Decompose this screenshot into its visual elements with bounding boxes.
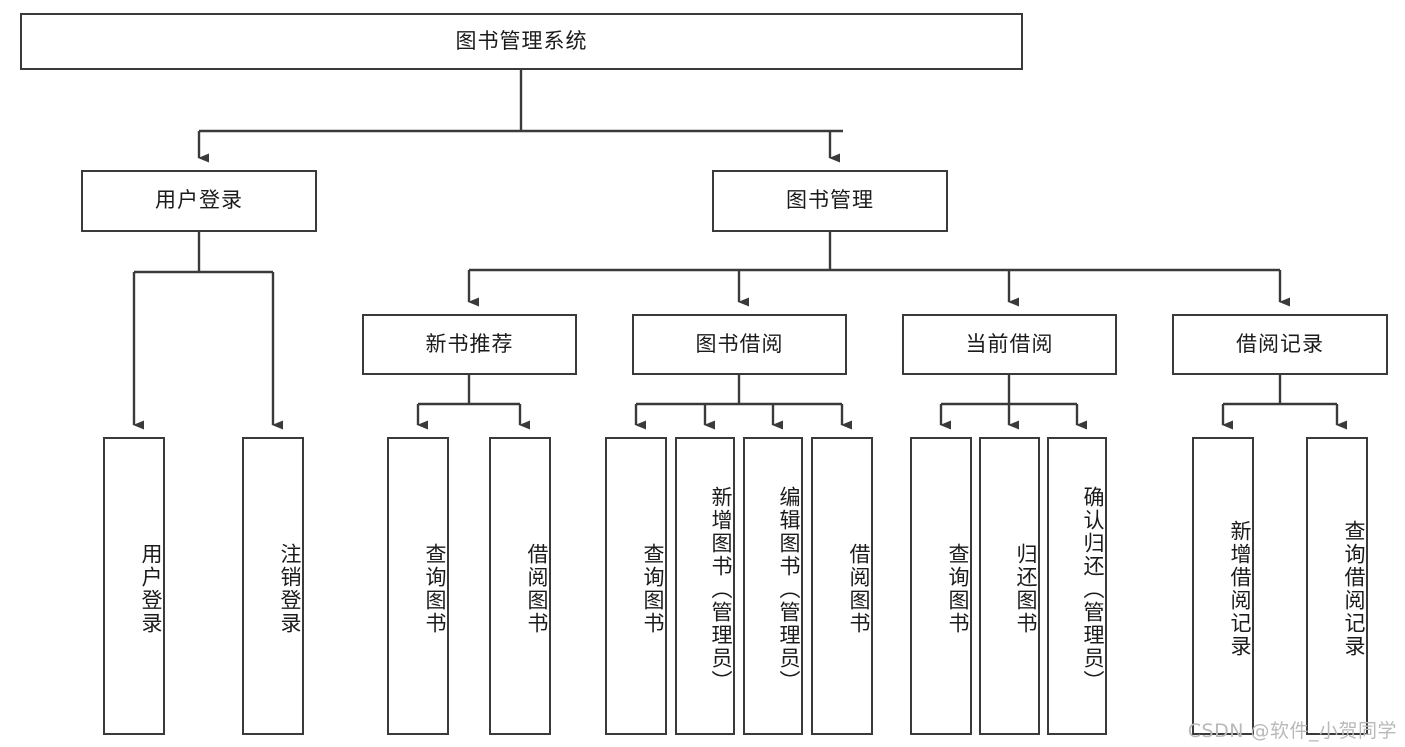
leaf-user-login-logout[interactable]: 注销登录	[242, 437, 304, 735]
node-label: 当前借阅	[965, 331, 1054, 356]
node-label: 查询图书	[946, 543, 970, 635]
node-label: 用户登录	[139, 543, 163, 635]
node-current-borrow[interactable]: 当前借阅	[902, 314, 1117, 375]
node-label: 查询借阅记录	[1342, 520, 1366, 658]
node-label: 图书借阅	[695, 331, 784, 356]
node-label: 图书管理	[786, 188, 874, 213]
node-label: 编辑图书（管理员）	[777, 485, 801, 693]
node-book-borrow[interactable]: 图书借阅	[632, 314, 847, 375]
node-user-login[interactable]: 用户登录	[81, 170, 317, 232]
leaf-new-book-borrow-book[interactable]: 借阅图书	[489, 437, 551, 735]
node-label: 图书管理系统	[455, 28, 588, 53]
node-label: 新增图书（管理员）	[709, 485, 733, 693]
node-label: 查询图书	[423, 543, 447, 635]
node-label: 查询图书	[641, 543, 665, 635]
node-label: 借阅图书	[525, 543, 549, 635]
leaf-current-borrow-query-book[interactable]: 查询图书	[910, 437, 972, 735]
node-book-management[interactable]: 图书管理	[712, 170, 948, 232]
leaf-current-borrow-confirm-return-admin[interactable]: 确认归还（管理员）	[1047, 437, 1107, 735]
node-label: 确认归还（管理员）	[1081, 485, 1105, 693]
node-label: 新书推荐	[425, 331, 514, 356]
node-label: 借阅图书	[847, 543, 871, 635]
node-root-book-management-system[interactable]: 图书管理系统	[20, 13, 1023, 70]
node-label: 用户登录	[155, 188, 243, 213]
node-borrow-record[interactable]: 借阅记录	[1172, 314, 1388, 375]
node-label: 新增借阅记录	[1228, 520, 1252, 658]
csdn-watermark: CSDN @软件_小贺同学	[1187, 720, 1397, 742]
node-label: 借阅记录	[1236, 331, 1324, 356]
node-new-book-recommend[interactable]: 新书推荐	[362, 314, 577, 375]
leaf-book-borrow-add-book-admin[interactable]: 新增图书（管理员）	[675, 437, 735, 735]
leaf-current-borrow-return-book[interactable]: 归还图书	[979, 437, 1040, 735]
node-label: 归还图书	[1014, 543, 1038, 635]
leaf-borrow-record-query-record[interactable]: 查询借阅记录	[1306, 437, 1368, 735]
leaf-new-book-query-book[interactable]: 查询图书	[387, 437, 449, 735]
leaf-borrow-record-add-record[interactable]: 新增借阅记录	[1192, 437, 1254, 735]
leaf-book-borrow-query-book[interactable]: 查询图书	[605, 437, 667, 735]
leaf-book-borrow-edit-book-admin[interactable]: 编辑图书（管理员）	[743, 437, 803, 735]
leaf-book-borrow-borrow-book[interactable]: 借阅图书	[811, 437, 873, 735]
leaf-user-login-login[interactable]: 用户登录	[103, 437, 165, 735]
node-label: 注销登录	[278, 543, 302, 635]
